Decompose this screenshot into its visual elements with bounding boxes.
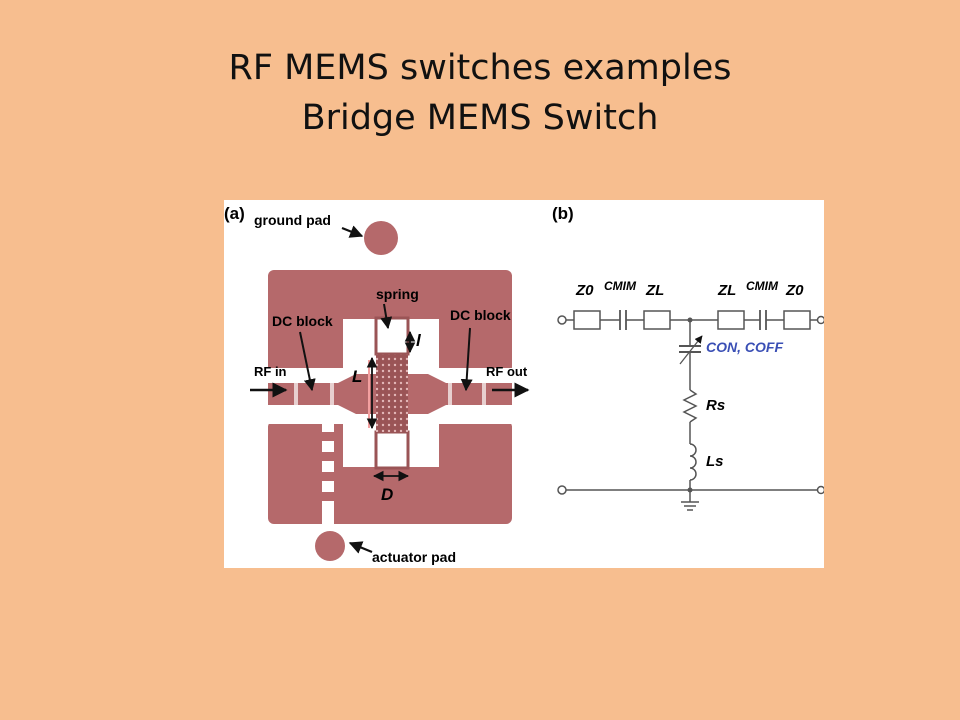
actuator-pad-arrow: [348, 541, 373, 554]
mems-switch-figure: (a) ground pad: [224, 200, 826, 568]
dc-block-left-label: DC block: [272, 313, 333, 329]
rf-out-label: RF out: [486, 364, 528, 379]
z0-right-label: Z0: [785, 282, 804, 299]
dc-block-right-label: DC block: [450, 307, 511, 323]
dc-block-gap-right-2: [482, 383, 486, 405]
zl-right-label: ZL: [717, 282, 736, 299]
length-L-label: L: [352, 367, 362, 386]
spring-arrow: [380, 303, 393, 330]
rf-in-label: RF in: [254, 364, 287, 379]
zl-right-box: [717, 310, 745, 330]
dc-block-left-arrow: [299, 331, 316, 392]
ground-terminal-right: [816, 485, 826, 495]
panel-a-label: (a): [224, 204, 245, 223]
width-D-label: D: [381, 485, 393, 504]
actuator-pad: [315, 531, 345, 561]
ground-pad-arrow: [341, 225, 364, 238]
panel-b: (b) Z0 CMIM ZL ZL CMIM Z0 CON, COFF: [552, 204, 826, 511]
rf-line-right: [446, 383, 512, 405]
cmim-left-label: CMIM: [604, 279, 637, 293]
length-l-label: l: [416, 331, 422, 350]
slide-title: RF MEMS switches examples: [228, 48, 732, 88]
dc-block-gap-right-1: [448, 383, 452, 405]
dc-block-gap-left-1: [294, 383, 298, 405]
port-1-terminal: [557, 315, 567, 325]
con-coff-label: CON, COFF: [706, 339, 783, 355]
spring-label: spring: [376, 286, 419, 302]
bridge-membrane: [376, 354, 408, 432]
rf-line-left: [268, 383, 338, 405]
z0-left-box: [573, 310, 601, 330]
rf-taper-right: [428, 374, 446, 414]
dc-block-gap-left-2: [330, 383, 334, 405]
spring-bottom: [374, 430, 410, 470]
zl-left-label: ZL: [645, 282, 664, 299]
rs-label: Rs: [706, 397, 725, 414]
z0-right-box: [783, 310, 811, 330]
dc-block-right-arrow: [460, 327, 473, 392]
ls-label: Ls: [706, 453, 724, 470]
ground-symbol: [681, 501, 699, 511]
ground-pad: [364, 221, 398, 255]
rf-taper-left: [338, 374, 356, 414]
cmim-right-label: CMIM: [746, 279, 779, 293]
panel-b-label: (b): [552, 204, 574, 223]
panel-a: (a) ground pad: [224, 204, 530, 565]
slide-subtitle: Bridge MEMS Switch: [301, 98, 659, 138]
actuator-pad-label: actuator pad: [372, 549, 456, 565]
ground-terminal-left: [557, 485, 567, 495]
ls-inductor: [689, 443, 697, 481]
z0-left-label: Z0: [575, 282, 594, 299]
rs-resistor: [682, 389, 698, 423]
rf-pad-right: [408, 374, 428, 414]
figure-canvas: (a) ground pad: [224, 204, 826, 565]
port-2-terminal: [816, 315, 826, 325]
actuator-line-segments: [322, 432, 334, 501]
zl-left-box: [643, 310, 671, 330]
ground-pad-label: ground pad: [254, 212, 331, 228]
variable-capacitor-arrow: [679, 335, 703, 365]
spring-top: [374, 316, 410, 356]
